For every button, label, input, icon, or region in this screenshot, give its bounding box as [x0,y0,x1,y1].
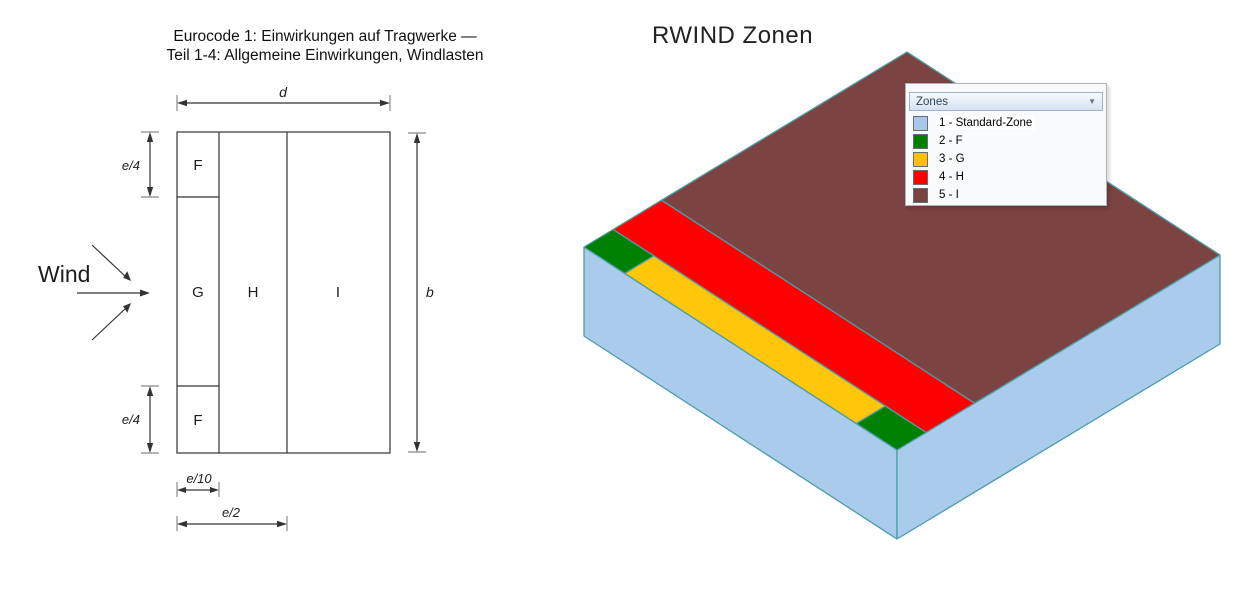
legend-item-label: 2 - F [939,135,963,147]
zone-label-i: I [336,284,340,301]
legend-swatch-g [913,151,928,167]
wind-arrow-bottom-icon [123,303,131,313]
legend-swatch-f [913,133,928,149]
zones-legend-header[interactable]: Zones ▼ [909,92,1103,111]
legend-item-g: 3 - G [913,150,1106,168]
eurocode-title-line2: Teil 1-4: Allgemeine Einwirkungen, Windl… [166,47,484,64]
legend-item-i: 5 - I [913,186,1106,204]
chevron-down-icon[interactable]: ▼ [1088,96,1096,106]
dimension-e4-top: e/4 [122,131,159,198]
rwind-3d-model [583,51,1221,540]
roof-zone-f-left [583,228,655,275]
dim-label-e4-top: e/4 [122,158,140,173]
legend-item-label: 3 - G [939,153,965,165]
dim-label-e2: e/2 [222,505,241,520]
dim-label-d: d [279,84,288,100]
wind-annotation: Wind [38,244,150,341]
zones-legend-header-label: Zones [916,95,948,108]
zones-legend-panel: Zones ▼ 1 - Standard-Zone 2 - F 3 - G 4 … [905,83,1107,206]
roof-zone-f-right [855,405,927,451]
dimension-d: d [176,84,391,111]
dim-label-e10: e/10 [186,471,212,486]
eurocode-diagram: F G H I F d b [38,84,434,531]
wind-label: Wind [38,261,90,287]
zone-label-f-top: F [193,157,202,174]
legend-swatch-i [913,187,928,203]
eurocode-title-line1: Eurocode 1: Einwirkungen auf Tragwerke — [173,28,477,45]
rwind-title: RWIND Zonen [652,22,814,49]
dim-label-b: b [426,284,434,300]
zone-label-g: G [192,284,204,301]
legend-item-label: 5 - I [939,189,959,201]
legend-item-f: 2 - F [913,132,1106,150]
zones-legend-list: 1 - Standard-Zone 2 - F 3 - G 4 - H 5 - … [906,113,1106,204]
zone-label-h: H [248,284,259,301]
legend-swatch-standard-zone [913,115,928,131]
roof-plan-outline [176,131,391,454]
dimension-e4-bottom: e/4 [122,385,159,454]
wind-arrow-top-icon [123,271,131,281]
dimension-e2: e/2 [176,505,288,531]
dimension-b: b [408,132,434,453]
legend-swatch-h [913,169,928,185]
legend-item-label: 1 - Standard-Zone [936,116,1036,130]
dimension-e10: e/10 [176,471,220,497]
wind-arrow-mid-icon [140,289,150,297]
zone-label-f-bottom: F [193,412,202,429]
dim-label-e4-bottom: e/4 [122,412,140,427]
legend-item-label: 4 - H [939,171,964,183]
legend-item-standard-zone: 1 - Standard-Zone [913,114,1106,132]
legend-item-h: 4 - H [913,168,1106,186]
eurocode-title: Eurocode 1: Einwirkungen auf Tragwerke —… [60,27,590,65]
